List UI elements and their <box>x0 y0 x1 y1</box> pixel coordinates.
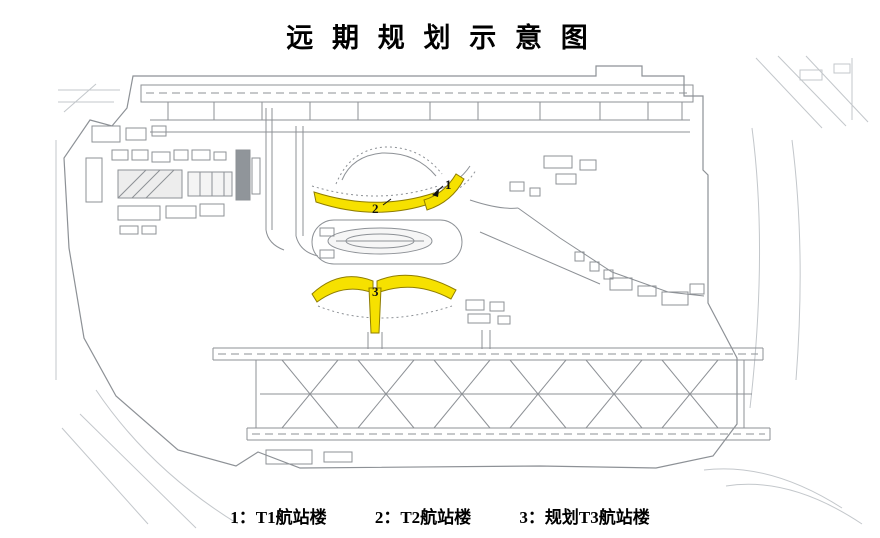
terminal-highlights <box>311 173 465 334</box>
south-runway-system <box>212 347 771 465</box>
marker-t1: 1 <box>445 177 452 192</box>
terminal-markers: 1 2 3 <box>372 177 452 299</box>
terminal-t3-right-wing <box>376 274 457 300</box>
legend-item-t3: 3：规划T3航站楼 <box>519 508 650 527</box>
peripheral-roads <box>55 55 869 529</box>
central-terminal-core <box>311 146 477 349</box>
terminal-t3-left-wing <box>311 276 374 303</box>
terminal-t1-highlight <box>423 173 465 211</box>
legend-item-t2: 2：T2航站楼 <box>374 508 472 527</box>
marker-t2: 2 <box>372 201 379 216</box>
site-boundary <box>63 65 738 469</box>
terminal-t3-stem <box>368 287 382 334</box>
legend-item-t1: 1：T1航站楼 <box>230 508 327 527</box>
east-service-area <box>465 155 705 349</box>
north-runway <box>140 84 694 133</box>
west-building-cluster <box>85 108 319 257</box>
marker-t3: 3 <box>372 284 379 299</box>
page-title: 远 期 规 划 示 意 图 <box>286 23 594 53</box>
legend: 1：T1航站楼 2：T2航站楼 3：规划T3航站楼 <box>0 503 880 528</box>
